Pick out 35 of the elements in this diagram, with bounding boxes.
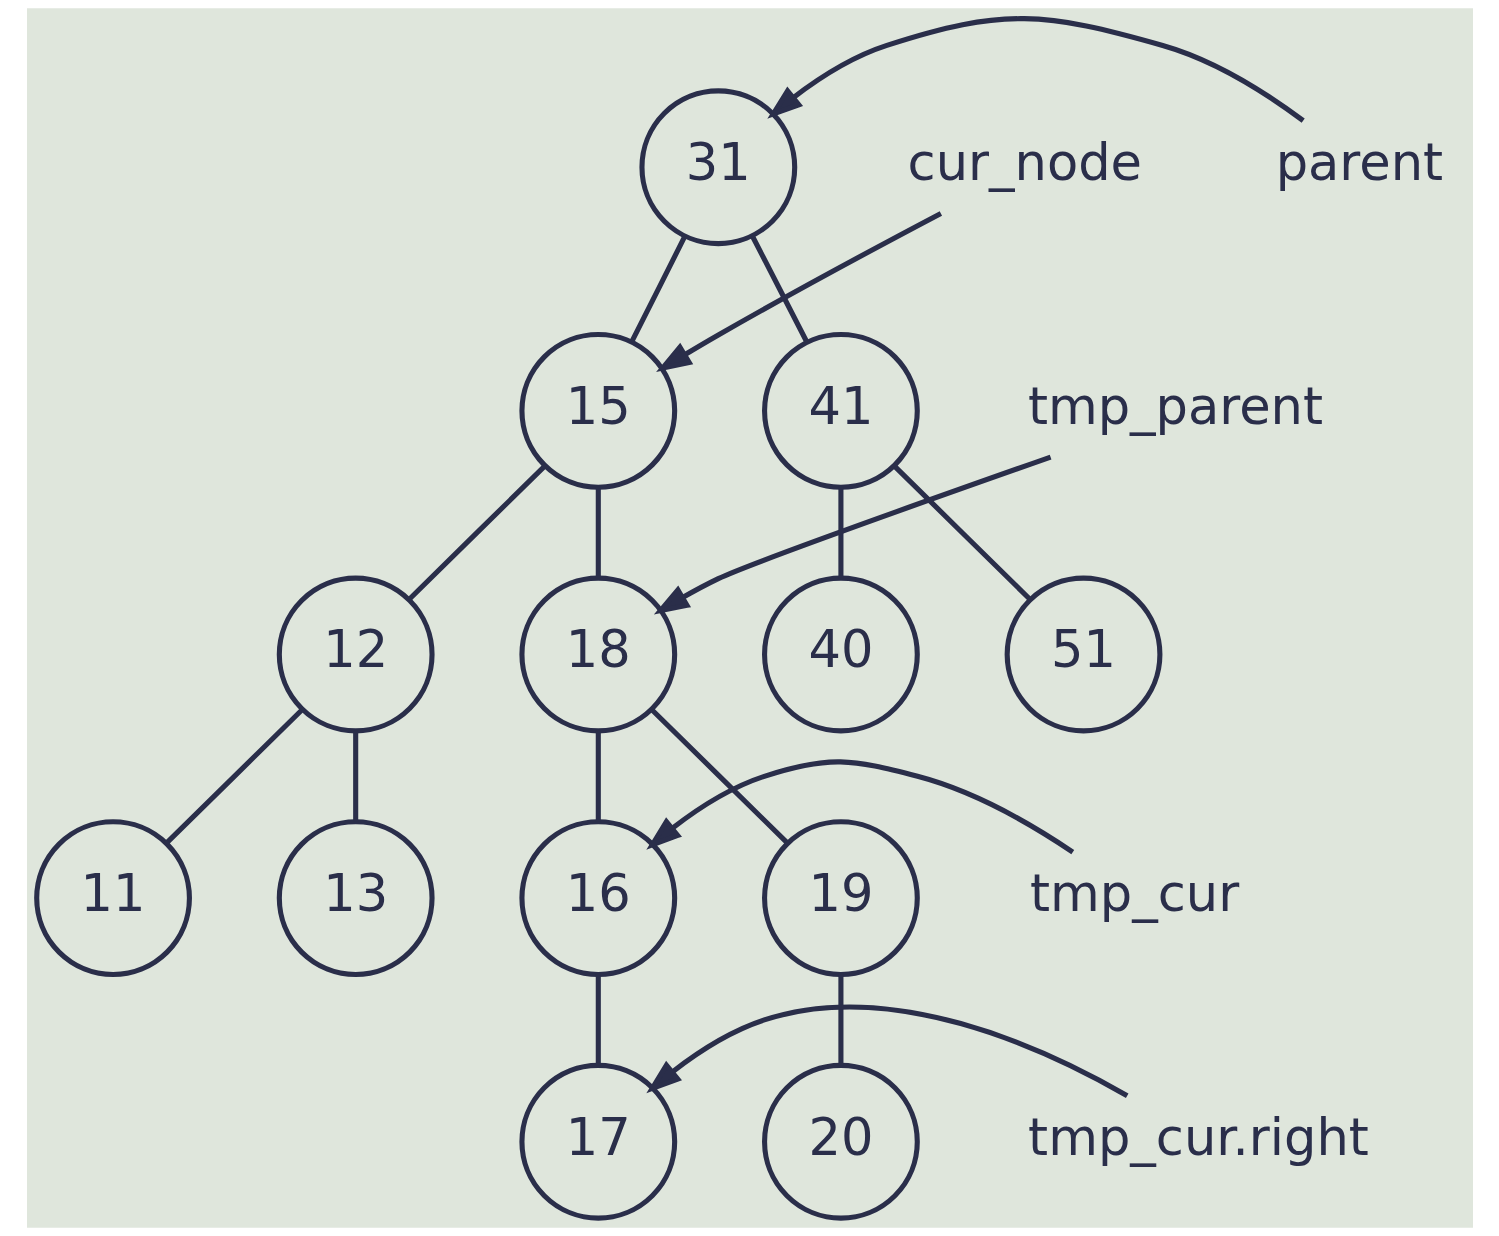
node-circle: 17 [518, 1062, 677, 1221]
node-text: parent [1275, 132, 1443, 192]
node-circle: 51 [1004, 575, 1162, 734]
node-circle: 19 [761, 819, 920, 978]
node-circle: 13 [276, 819, 435, 978]
arrow [655, 211, 942, 373]
node-circle: 16 [518, 819, 677, 978]
node-circle: 12 [276, 575, 435, 734]
node-text: tmp_cur.right [1027, 1107, 1369, 1167]
node-circle: 31 [638, 88, 797, 247]
node-text: cur_node [907, 132, 1142, 192]
node-text: tmp_parent [1027, 376, 1323, 436]
arrow [766, 16, 1305, 123]
connector [649, 708, 790, 846]
connector [837, 486, 843, 579]
connector [837, 974, 843, 1066]
connector [595, 486, 601, 579]
node-circle: 18 [518, 575, 677, 734]
connector [749, 235, 809, 344]
node-text: tmp_cur [1029, 863, 1239, 923]
node-circle: 41 [761, 331, 920, 490]
node-circle: 20 [761, 1062, 920, 1221]
node-circle: 11 [33, 819, 192, 978]
connector [163, 708, 304, 846]
node-circle: 40 [761, 575, 920, 734]
node-circle: 15 [518, 331, 677, 490]
arrow [645, 1004, 1128, 1098]
connector [406, 464, 546, 602]
arrow [653, 454, 1051, 615]
connector [595, 730, 601, 822]
arrow [645, 759, 1074, 855]
connector [628, 235, 687, 344]
connector [892, 464, 1032, 602]
connector [595, 974, 601, 1066]
connector [352, 730, 358, 822]
